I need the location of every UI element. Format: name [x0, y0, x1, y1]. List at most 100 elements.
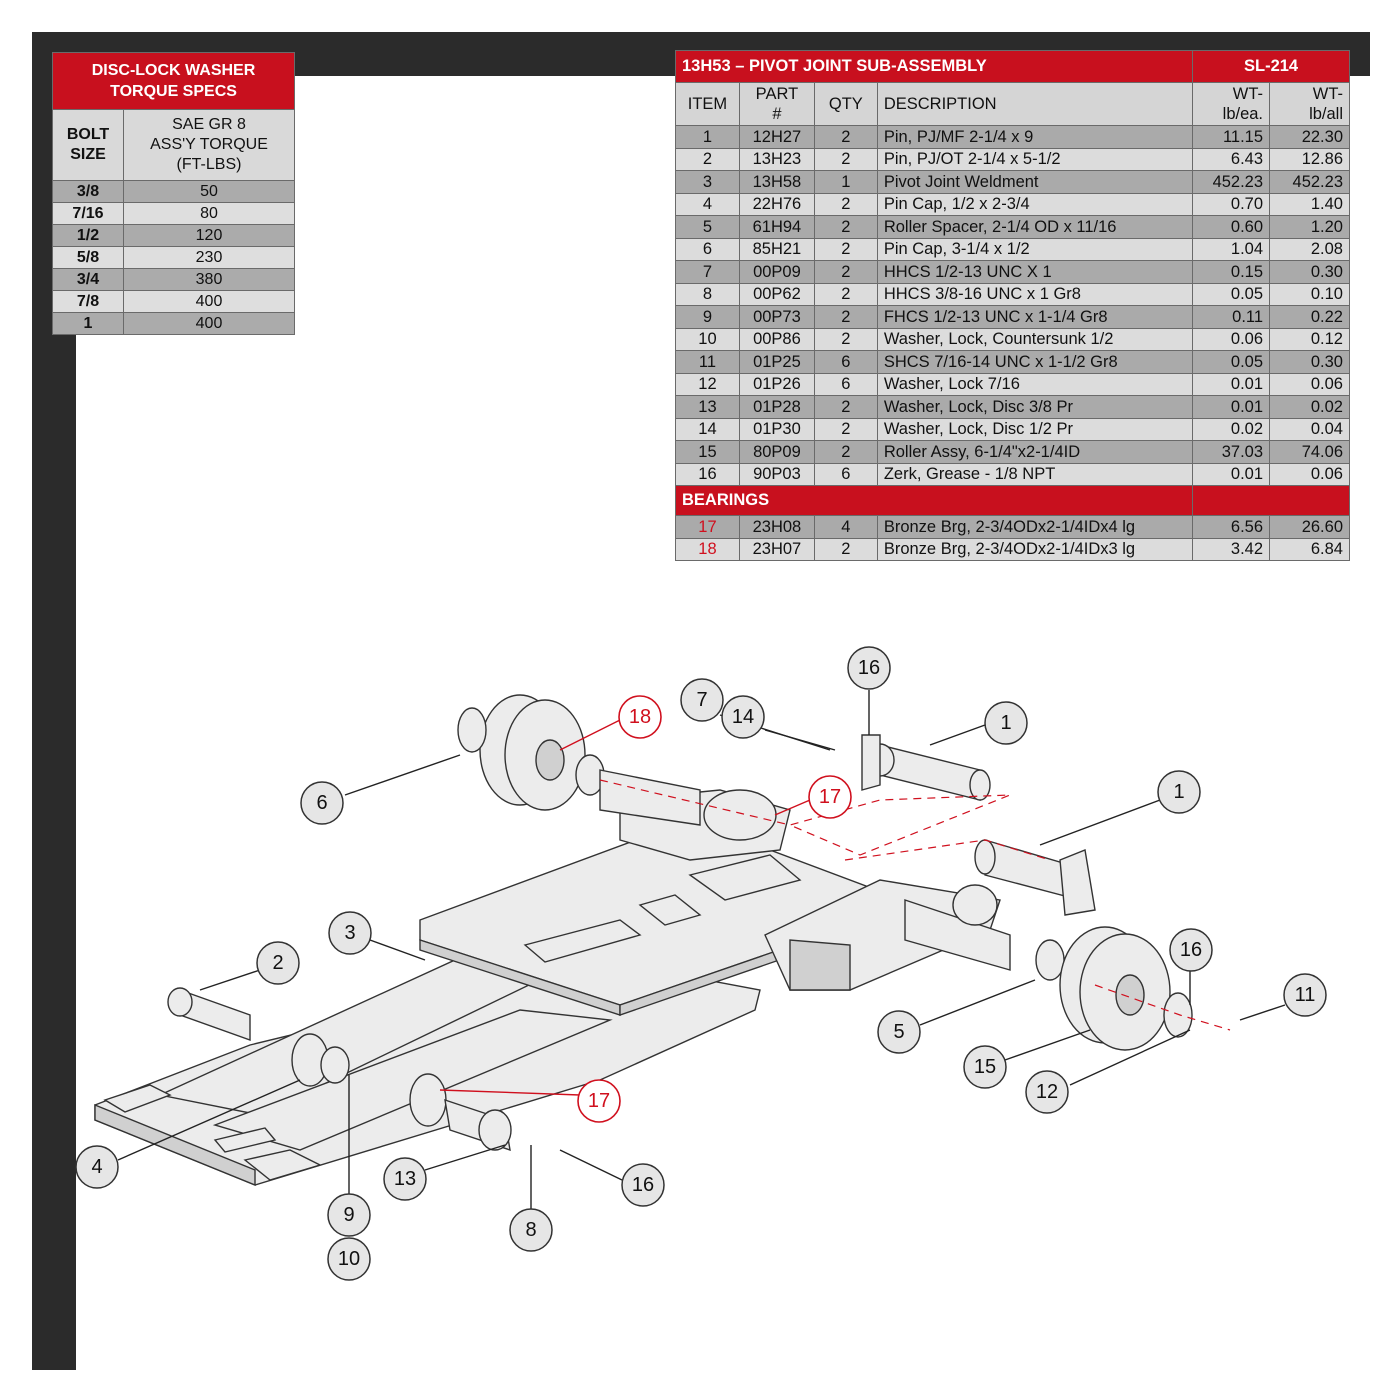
description-cell: SHCS 7/16-14 UNC x 1-1/2 Gr8 — [876, 350, 1194, 374]
callout-bubble — [328, 911, 372, 955]
weight-each-cell: 0.05 — [1192, 350, 1271, 374]
col-part-line1: PART — [755, 85, 799, 103]
col-wt-each-line2: lb/ea. — [1222, 105, 1264, 123]
bolt-size-cell: 5/8 — [52, 246, 124, 269]
torque-title-line2: TORQUE SPECS — [110, 83, 237, 100]
callout-bubble — [577, 1079, 621, 1123]
roller-assembly-lower-right — [904, 884, 1193, 1051]
part-number-cell: 80P09 — [738, 440, 815, 464]
callout-number: 11 — [1295, 984, 1316, 1006]
weight-each-cell: 1.04 — [1192, 237, 1271, 261]
callout-number: 16 — [632, 1174, 654, 1196]
part-number-cell: 61H94 — [738, 215, 815, 239]
item-cell: 11 — [675, 350, 740, 374]
callout-bubble — [327, 1193, 371, 1237]
weight-all-cell: 74.06 — [1269, 440, 1350, 464]
qty-cell: 2 — [813, 260, 878, 284]
col-item: ITEM — [675, 82, 740, 126]
weight-all-cell: 1.40 — [1269, 192, 1350, 216]
weight-each-cell: 6.56 — [1192, 515, 1271, 539]
callout-number: 7 — [696, 689, 707, 711]
col-wt-each-line1: WT- — [1232, 85, 1264, 103]
callout-bubble — [963, 1045, 1007, 1089]
description-cell: Pin Cap, 3-1/4 x 1/2 — [876, 237, 1194, 261]
bearings-section-label: BEARINGS — [674, 485, 1194, 516]
torque-value-cell: 380 — [123, 268, 295, 291]
weight-all-cell: 0.06 — [1269, 462, 1350, 486]
description-cell: Pin, PJ/MF 2-1/4 x 9 — [876, 125, 1194, 149]
col-part-line2: # — [772, 105, 782, 123]
callout-bubble — [256, 941, 300, 985]
part-number-cell: 01P28 — [738, 395, 815, 419]
bolt-size-cell: 3/8 — [52, 180, 124, 203]
callout-number: 18 — [629, 706, 651, 728]
callout-bubble — [808, 775, 852, 819]
item-cell: 10 — [675, 327, 740, 351]
callout-number: 16 — [1180, 939, 1202, 961]
callout-bubble — [618, 695, 662, 739]
item-cell: 16 — [675, 462, 740, 486]
bearings-section-spacer — [1192, 485, 1350, 516]
leader-lines — [117, 690, 1286, 1210]
qty-cell: 4 — [813, 515, 878, 539]
item-cell: 12 — [675, 372, 740, 396]
item-cell: 14 — [675, 417, 740, 441]
callout-bubble — [1025, 1070, 1069, 1114]
qty-cell: 2 — [813, 215, 878, 239]
weight-all-cell: 12.86 — [1269, 147, 1350, 171]
item-cell: 7 — [675, 260, 740, 284]
pin-lower-left — [167, 987, 350, 1087]
description-cell: Bronze Brg, 2-3/4ODx2-1/4IDx4 lg — [876, 515, 1194, 539]
qty-cell: 2 — [813, 147, 878, 171]
callout-bubble — [984, 701, 1028, 745]
weight-all-cell: 0.10 — [1269, 282, 1350, 306]
part-number-cell: 00P86 — [738, 327, 815, 351]
pin-middle-right — [974, 839, 1096, 916]
description-cell: Zerk, Grease - 1/8 NPT — [876, 462, 1194, 486]
callout-number: 13 — [394, 1168, 416, 1190]
weight-all-cell: 22.30 — [1269, 125, 1350, 149]
callout-number: 16 — [858, 657, 880, 679]
callout-bubble — [877, 1010, 921, 1054]
description-cell: Roller Spacer, 2-1/4 OD x 11/16 — [876, 215, 1194, 239]
weight-each-cell: 0.05 — [1192, 282, 1271, 306]
part-number-cell: 01P25 — [738, 350, 815, 374]
qty-cell: 2 — [813, 395, 878, 419]
pivot-joint-weldment — [94, 789, 1001, 1187]
bolt-size-header-line2: SIZE — [70, 146, 106, 163]
callout-number: 17 — [588, 1090, 610, 1112]
dashed-axis-right — [844, 839, 1051, 861]
part-number-cell: 01P30 — [738, 417, 815, 441]
parts-table-title: 13H53 – PIVOT JOINT SUB-ASSEMBLY — [674, 50, 1194, 83]
roller-assembly-upper-left — [457, 694, 777, 841]
weight-each-cell: 0.01 — [1192, 372, 1271, 396]
qty-cell: 2 — [813, 282, 878, 306]
bearing-lower-center — [409, 1073, 512, 1152]
torque-value-cell: 80 — [123, 202, 295, 225]
qty-cell: 6 — [813, 462, 878, 486]
parts-list-table: 13H53 – PIVOT JOINT SUB-ASSEMBLY SL-214 … — [674, 50, 1350, 561]
part-number-cell: 90P03 — [738, 462, 815, 486]
weight-each-cell: 0.11 — [1192, 305, 1271, 329]
torque-value-cell: 230 — [123, 246, 295, 269]
weight-each-cell: 11.15 — [1192, 125, 1271, 149]
callout-number: 9 — [343, 1204, 354, 1226]
description-cell: Washer, Lock, Disc 3/8 Pr — [876, 395, 1194, 419]
part-number-cell: 13H58 — [738, 170, 815, 194]
callout-number: 3 — [344, 922, 355, 944]
item-cell: 8 — [675, 282, 740, 306]
description-cell: Roller Assy, 6-1/4"x2-1/4ID — [876, 440, 1194, 464]
qty-cell: 2 — [813, 440, 878, 464]
